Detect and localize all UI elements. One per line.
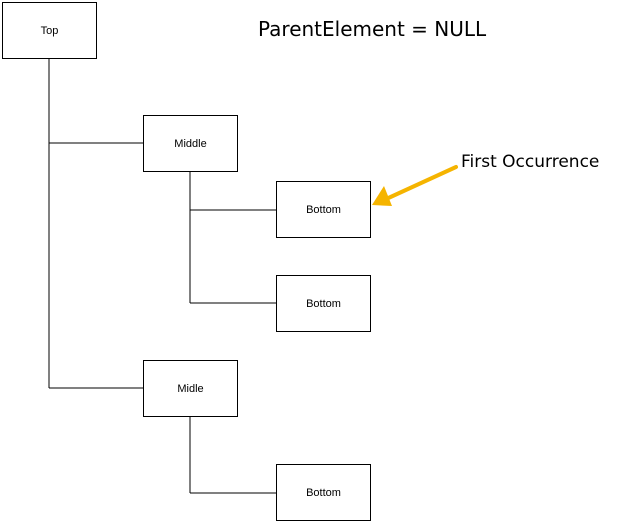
annotation-arrow-head (372, 186, 392, 206)
node-top: Top (2, 2, 97, 59)
node-middle-2: Midle (143, 360, 238, 417)
node-bottom-1: Bottom (276, 181, 371, 238)
node-bottom-3: Bottom (276, 464, 371, 521)
diagram-title: ParentElement = NULL (258, 17, 487, 41)
node-bottom-2: Bottom (276, 275, 371, 332)
annotation-arrow-shaft (382, 165, 458, 202)
annotation-label: First Occurrence (461, 152, 600, 172)
node-middle-1: Middle (143, 115, 238, 172)
